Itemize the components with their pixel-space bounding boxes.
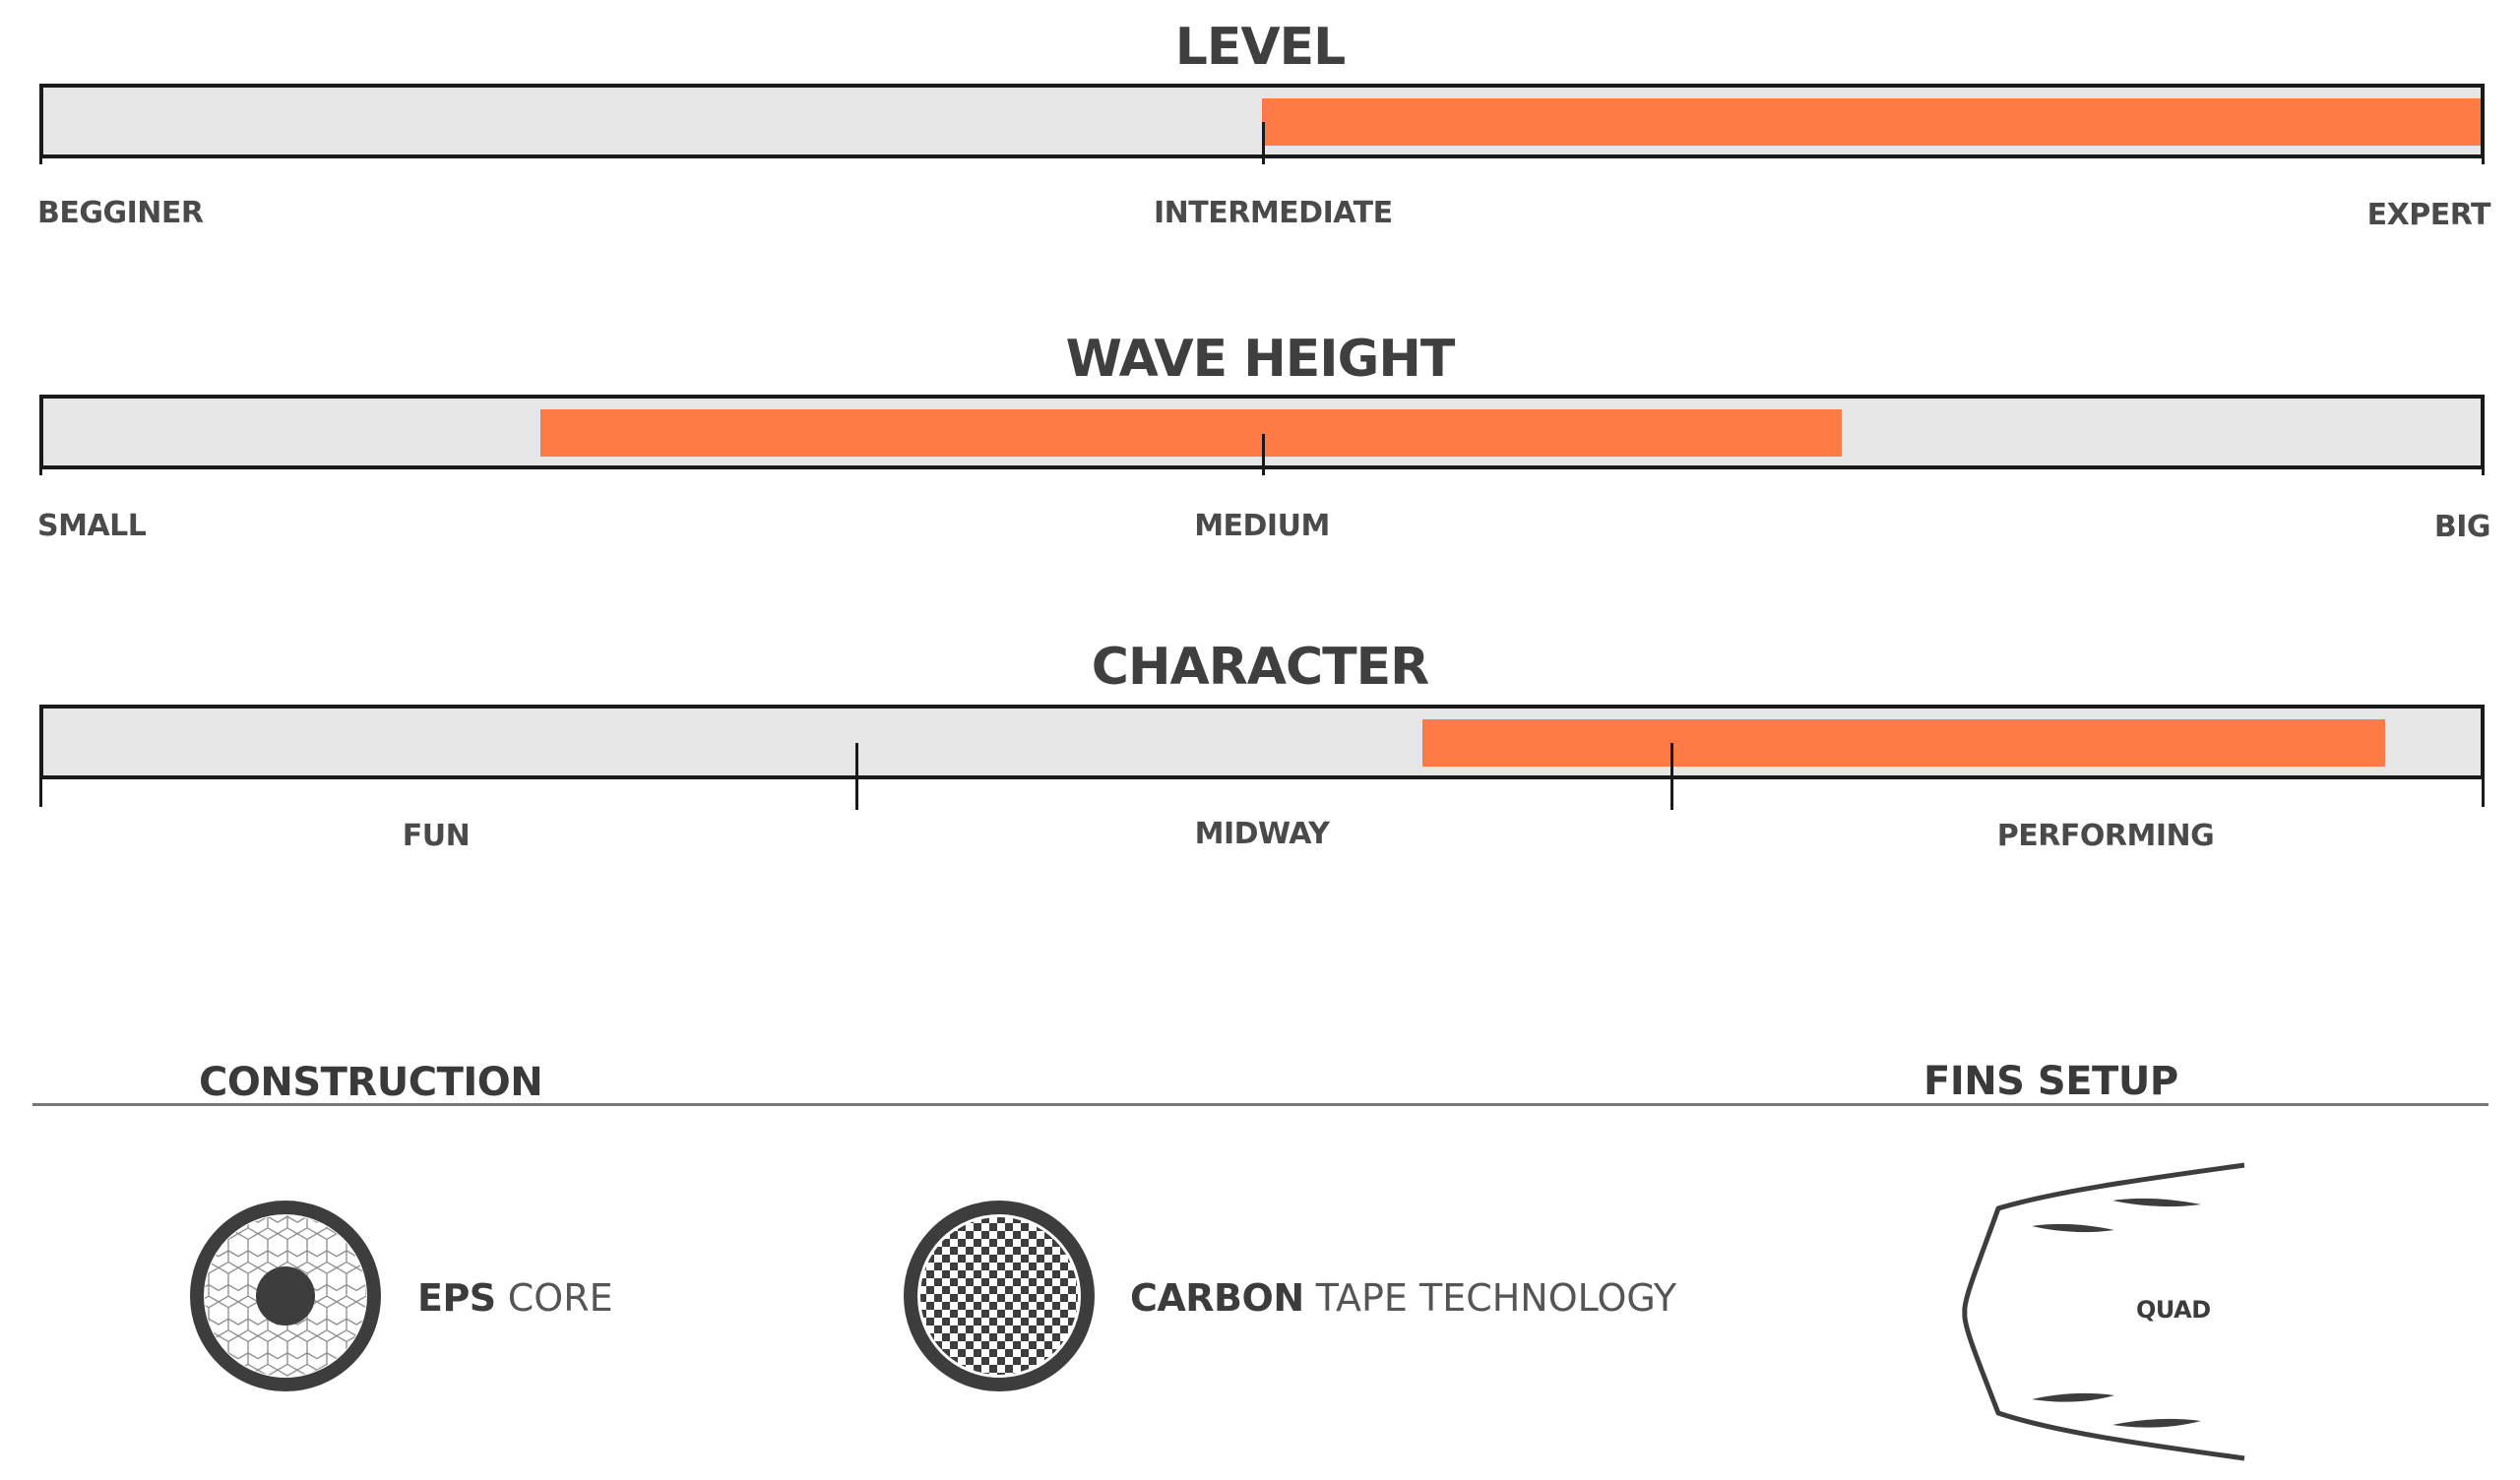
- eps-core-label-light: CORE: [495, 1276, 613, 1320]
- wave-label-big: BIG: [2433, 510, 2491, 544]
- character-label-performing: PERFORMING: [1996, 819, 2215, 853]
- fins-setup-heading: FINS SETUP: [1923, 1059, 2178, 1104]
- character-tick-start: [39, 775, 42, 807]
- eps-core-icon: [189, 1200, 382, 1392]
- wave-label-small: SMALL: [37, 509, 147, 543]
- wave-height-range-bar: [540, 409, 1843, 457]
- wave-label-medium: MEDIUM: [1194, 509, 1330, 543]
- wave-tick-start: [39, 465, 42, 475]
- level-tick-start: [39, 154, 42, 164]
- wave-height-title: WAVE HEIGHT: [1065, 330, 1456, 389]
- level-label-expert: EXPERT: [2366, 198, 2491, 232]
- character-label-fun: FUN: [402, 819, 471, 853]
- wave-tick-end: [2482, 465, 2485, 475]
- construction-heading: CONSTRUCTION: [199, 1060, 543, 1105]
- level-range-bar: [1262, 98, 2481, 146]
- level-tick-end: [2482, 154, 2485, 164]
- carbon-tape-label: CARBON TAPE TECHNOLOGY: [1130, 1279, 1676, 1317]
- carbon-tape-icon: [903, 1200, 1096, 1392]
- level-label-intermediate: INTERMEDIATE: [1154, 196, 1393, 230]
- wave-tick-mid: [1262, 434, 1265, 475]
- character-range-bar: [1422, 719, 2386, 767]
- character-label-midway: MIDWAY: [1194, 817, 1330, 851]
- carbon-tape-label-strong: CARBON: [1130, 1276, 1304, 1320]
- carbon-tape-label-light: TAPE TECHNOLOGY: [1303, 1276, 1677, 1320]
- section-divider: [32, 1103, 2488, 1106]
- character-tick-1: [855, 743, 858, 810]
- level-tick-mid: [1262, 122, 1265, 164]
- eps-core-label-strong: EPS: [417, 1276, 496, 1320]
- character-track: [39, 705, 2485, 779]
- character-title: CHARACTER: [1091, 638, 1429, 697]
- character-tick-end: [2482, 775, 2485, 807]
- eps-core-label: EPS CORE: [417, 1279, 613, 1317]
- fins-setup-label: QUAD: [2136, 1296, 2211, 1324]
- level-title: LEVEL: [1174, 18, 1347, 77]
- character-tick-2: [1670, 743, 1673, 810]
- level-label-beginner: BEGGINER: [37, 196, 204, 230]
- quad-fins-icon: [1959, 1157, 2254, 1468]
